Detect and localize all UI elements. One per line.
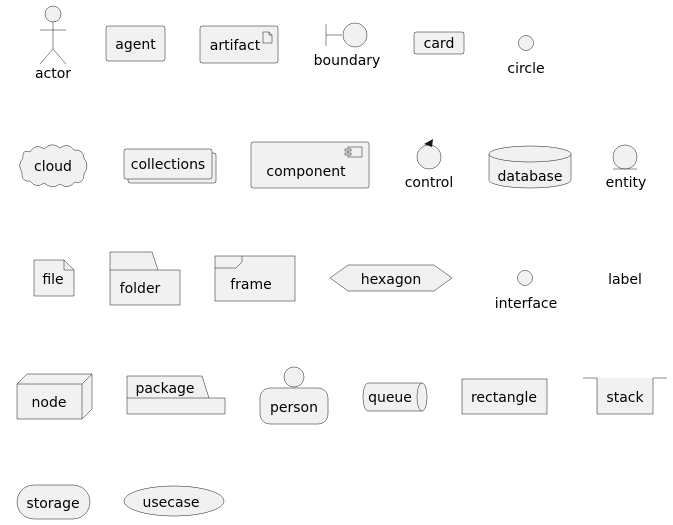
- label-label: label: [608, 272, 642, 288]
- boundary-element: boundary: [314, 22, 381, 69]
- database-label: database: [498, 169, 563, 185]
- entity-element: entity: [606, 144, 647, 191]
- component-element: component: [250, 141, 370, 189]
- control-element: control: [405, 139, 454, 191]
- collections-label: collections: [131, 157, 205, 173]
- card-element: card: [413, 31, 465, 55]
- database-element: database: [488, 145, 572, 189]
- boundary-label: boundary: [314, 53, 381, 69]
- agent-label: agent: [115, 37, 156, 53]
- circle-element: circle: [507, 35, 545, 77]
- frame-label: frame: [230, 277, 272, 293]
- component-label: component: [266, 164, 346, 180]
- file-element: file: [33, 259, 75, 297]
- node-label: node: [32, 395, 67, 411]
- rectangle-element: rectangle: [461, 378, 548, 415]
- cloud-element: cloud: [19, 144, 88, 187]
- actor-element: actor: [35, 5, 71, 82]
- hexagon-element: hexagon: [329, 264, 453, 292]
- storage-label: storage: [26, 496, 79, 512]
- package-label: package: [135, 381, 194, 397]
- file-label: file: [42, 272, 63, 288]
- person-element: person: [259, 366, 329, 425]
- stack-label: stack: [606, 390, 644, 406]
- usecase-label: usecase: [143, 495, 200, 511]
- interface-element: interface: [495, 270, 557, 312]
- artifact-label: artifact: [210, 38, 261, 54]
- circle-label: circle: [507, 61, 544, 77]
- label-element: label: [608, 272, 642, 288]
- usecase-element: usecase: [123, 485, 225, 517]
- interface-label: interface: [495, 296, 557, 312]
- package-element: package: [126, 375, 226, 415]
- person-label: person: [270, 400, 318, 416]
- control-label: control: [405, 175, 454, 191]
- entity-label: entity: [606, 175, 647, 191]
- agent-element: agent: [105, 25, 166, 62]
- cloud-label: cloud: [34, 159, 72, 175]
- rectangle-label: rectangle: [471, 390, 537, 406]
- artifact-element: artifact: [199, 25, 279, 64]
- collections-element: collections: [123, 148, 217, 184]
- stack-element: stack: [583, 377, 667, 415]
- card-label: card: [424, 36, 455, 52]
- actor-label: actor: [35, 66, 71, 82]
- frame-element: frame: [214, 255, 296, 302]
- folder-label: folder: [120, 281, 161, 297]
- queue-element: queue: [362, 382, 428, 412]
- hexagon-label: hexagon: [361, 272, 421, 288]
- storage-element: storage: [16, 484, 91, 520]
- node-element: node: [16, 373, 93, 420]
- folder-element: folder: [109, 251, 181, 306]
- queue-label: queue: [368, 390, 412, 406]
